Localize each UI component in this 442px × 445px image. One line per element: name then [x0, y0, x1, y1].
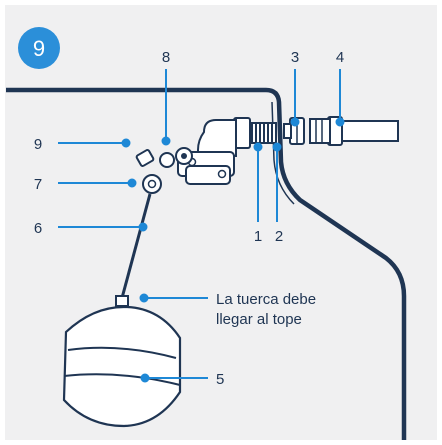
label-6: 6 — [34, 220, 42, 237]
threaded-stem — [247, 122, 277, 144]
label-9: 9 — [34, 136, 42, 153]
float-rod — [120, 193, 152, 299]
note-line-2: llegar al tope — [216, 311, 302, 328]
label-8: 8 — [162, 49, 170, 66]
tank-wall — [6, 87, 407, 440]
step-badge-number: 9 — [33, 36, 45, 61]
leader-lines — [58, 69, 345, 383]
label-3: 3 — [291, 49, 299, 66]
float-arm — [135, 147, 193, 194]
tank-wall-inner — [271, 101, 295, 205]
step-badge-circle — [18, 27, 60, 69]
rod-nut — [115, 295, 129, 307]
float-ball — [62, 305, 182, 428]
label-2: 2 — [275, 228, 283, 245]
label-1: 1 — [254, 228, 262, 245]
inlet-pipe — [309, 116, 399, 146]
label-4: 4 — [336, 49, 344, 66]
label-5: 5 — [216, 371, 224, 388]
note-line-1: La tuerca debe — [216, 291, 316, 308]
label-7: 7 — [34, 176, 42, 193]
step-badge: 9 — [18, 27, 60, 69]
